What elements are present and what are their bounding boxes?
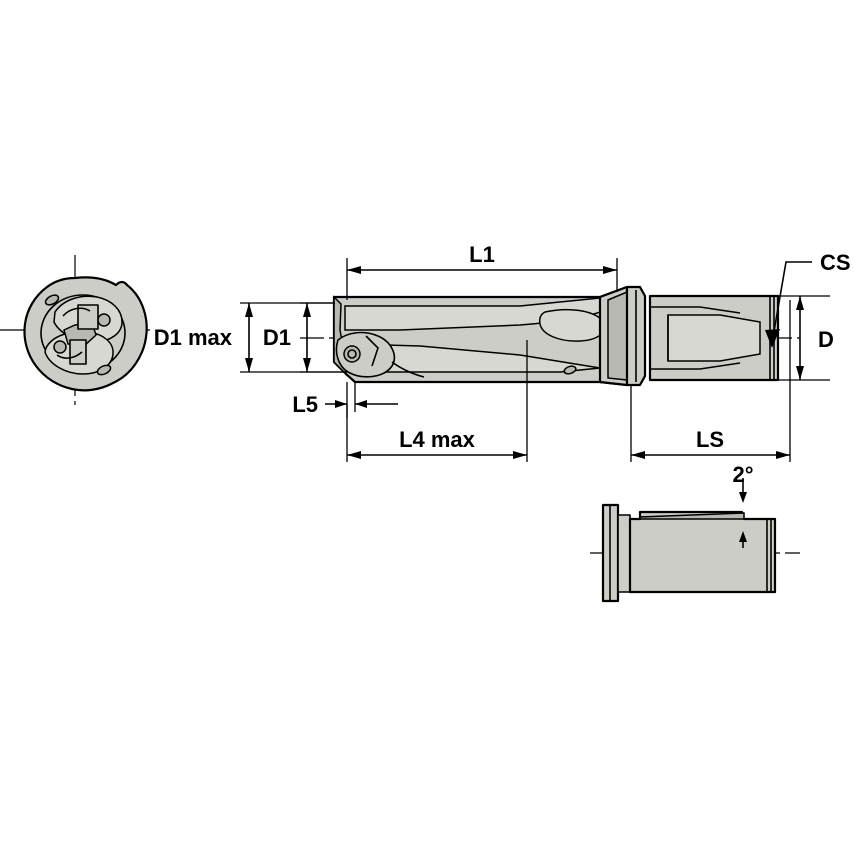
shank-detail-view: 2°	[590, 462, 800, 603]
d1-arrow-bottom	[303, 358, 311, 372]
dimension-d1-max: D1 max	[154, 302, 347, 373]
detail-two-degree-flat	[639, 512, 745, 520]
front-view-coolant-hole-1	[44, 294, 60, 306]
callout-cs: CS	[765, 250, 851, 348]
d-arrow-top	[796, 296, 804, 310]
flute-runout-lobe	[539, 308, 606, 342]
front-view-screw-upper	[97, 313, 111, 327]
cs-leader-arrow	[765, 329, 780, 348]
front-view-chamfer-arc-1	[62, 307, 91, 317]
l5-label: L5	[292, 392, 318, 417]
d1-arrow-top	[303, 303, 311, 317]
shank-step-lower	[650, 362, 741, 370]
angle-arrow-upper-head	[739, 492, 747, 503]
l5-arrow-right	[355, 400, 367, 408]
front-view-chamfer-arc-2	[56, 351, 83, 359]
l4max-arrow-left	[347, 451, 361, 459]
angle-arrow-lower-head	[739, 531, 747, 542]
front-view-insert-lower	[69, 339, 87, 365]
dimension-l1: L1	[346, 242, 618, 300]
front-view-screw-lower	[53, 340, 67, 354]
ls-arrow-left	[631, 451, 645, 459]
dimension-l5: L5	[292, 382, 398, 418]
insert-relief-line	[391, 361, 425, 378]
body-coolant-dimple	[563, 365, 577, 375]
d-arrow-bottom	[796, 366, 804, 380]
angle-label: 2°	[732, 462, 753, 487]
d1max-label: D1 max	[154, 325, 233, 350]
l1-arrow-right	[603, 266, 617, 274]
flange-inner-shade	[607, 290, 628, 381]
cs-label: CS	[820, 250, 851, 275]
insert-edge-line	[365, 335, 379, 367]
l4max-label: L4 max	[399, 427, 476, 452]
l4max-arrow-right	[513, 451, 527, 459]
l1-label: L1	[469, 242, 495, 267]
d-label: D	[818, 327, 834, 352]
d1max-arrow-top	[245, 303, 253, 317]
l5-arrow-left	[335, 400, 347, 408]
insert-screw-slot	[347, 349, 357, 359]
insert-clamp-screw	[343, 345, 361, 363]
front-view-coolant-hole-2	[96, 364, 112, 376]
detail-neck	[617, 514, 631, 593]
cs-leader-line	[771, 261, 812, 344]
dimension-ls: LS	[630, 300, 791, 462]
insert-pocket	[335, 331, 396, 378]
ls-label: LS	[696, 427, 724, 452]
dimension-d1: D1	[263, 302, 347, 373]
d1-label: D1	[263, 325, 291, 350]
d1max-arrow-bottom	[245, 358, 253, 372]
front-end-view	[0, 255, 150, 405]
detail-shank-body	[628, 510, 777, 594]
side-elevation-view	[300, 285, 800, 387]
shank-internal-taper	[667, 314, 761, 362]
dimension-l4-max: L4 max	[346, 340, 528, 462]
ls-arrow-right	[776, 451, 790, 459]
shank-step-upper	[650, 306, 741, 314]
l1-arrow-left	[347, 266, 361, 274]
